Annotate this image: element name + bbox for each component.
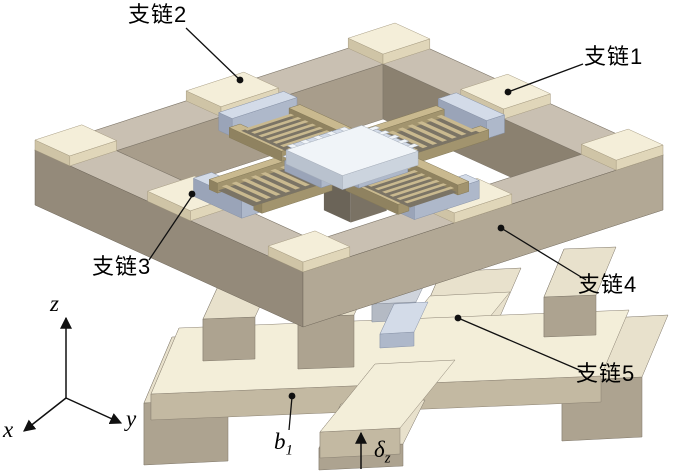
label-chain2: 支链2 [128,2,188,27]
anchor-dot-chain2 [236,76,244,84]
label-b1-sub: 1 [285,442,294,459]
label-delta-main: δ [374,437,385,462]
label-chain1: 支链1 [584,44,644,69]
axis-y-arrow [65,397,123,424]
label-chain5: 支链5 [576,361,636,386]
anchor-dot-chain4 [497,224,505,232]
anchor-dot-chain1 [504,88,512,96]
coordinate-axes [23,316,123,432]
center-platform [282,125,419,190]
label-chain4: 支链4 [578,272,638,297]
anchor-dot-chain3 [188,190,196,198]
anchor-dot-b1 [288,392,296,400]
axis-x-arrow [23,397,67,432]
leader-line-b1 [288,396,293,431]
label-b1-main: b [274,429,286,454]
axis-label-x: x [3,417,14,442]
leader-line-chain2 [185,27,241,81]
leader-line-chain1 [507,63,584,93]
label-chain3: 支链3 [92,254,152,279]
mechanism-3d-model [34,22,669,471]
label-b1: b1 [274,430,293,459]
anchor-dot-chain5 [454,314,462,322]
leader-line-chain5 [457,317,585,373]
leader-line-chain3 [148,195,193,261]
leader-line-chain4 [500,227,587,281]
label-delta-z: δz [374,438,391,467]
leader-lines [148,27,587,469]
axis-label-z: z [50,291,59,316]
axis-label-y: y [126,406,137,431]
lower-stage-chain5 [143,267,669,471]
label-delta-sub: z [384,450,391,467]
